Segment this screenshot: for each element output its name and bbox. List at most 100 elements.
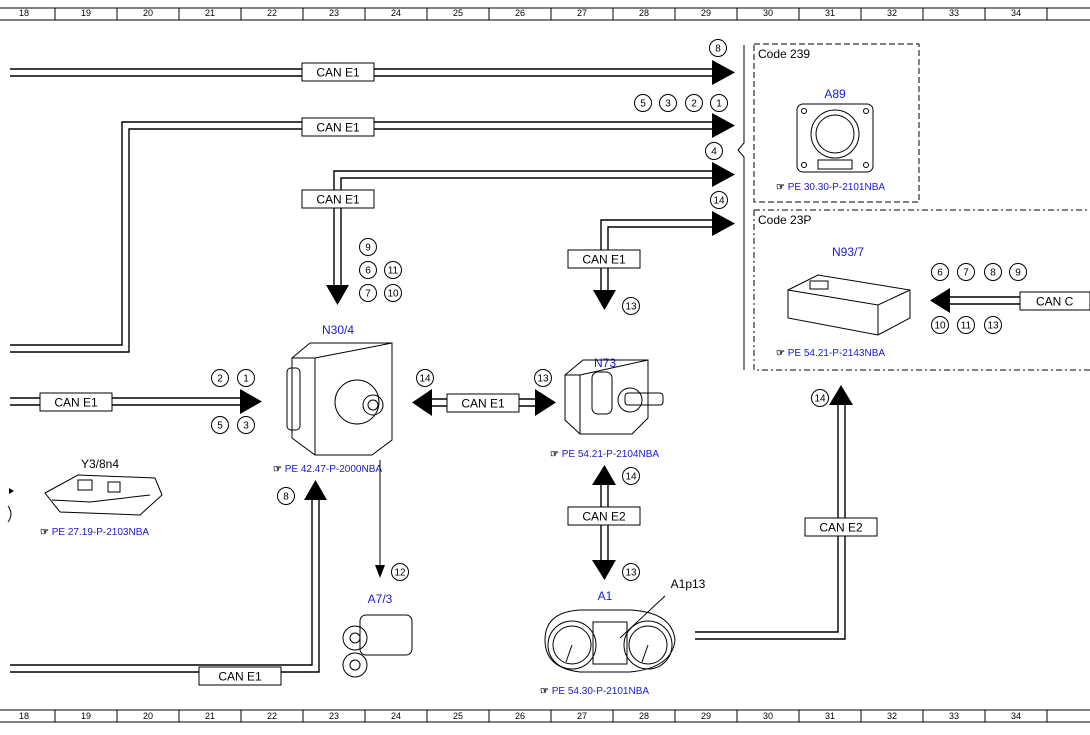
ruler-bottom-label: 30 [763, 711, 773, 721]
n93-7-icon [787, 274, 911, 336]
marker-circle [622, 467, 640, 485]
arrow-right-3 [712, 162, 735, 187]
can-e1-box-3 [301, 189, 375, 209]
ruler-bottom [0, 709, 1090, 723]
marker-circle [931, 263, 949, 281]
marker-number: 6 [937, 268, 943, 279]
marker-circle [984, 263, 1002, 281]
can-e1-label-5: CAN E1 [54, 396, 98, 410]
marker-circle [710, 94, 728, 112]
bus-line-3 [333, 170, 712, 285]
ruler-bottom-label: 34 [1011, 711, 1021, 721]
ruler-bottom-label: 27 [577, 711, 587, 721]
a89-icon [796, 103, 874, 173]
marker-circle [634, 94, 652, 112]
edge-marker [9, 488, 14, 494]
ruler-top-label: 20 [143, 8, 153, 18]
y3-8n4-ref[interactable]: ☞ PE 27.19-P-2103NBA [40, 527, 149, 538]
marker-number: 14 [713, 196, 725, 207]
marker-circle [984, 316, 1002, 334]
ruler-bottom-label: 25 [453, 711, 463, 721]
ruler-bottom-label: 21 [205, 711, 215, 721]
arrow-right-n73 [535, 389, 556, 416]
marker-number: 10 [934, 321, 946, 332]
ruler-top-label: 23 [329, 8, 339, 18]
marker-circle [237, 369, 255, 387]
ruler-bottom-label: 19 [81, 711, 91, 721]
can-e1-box-7 [198, 666, 282, 686]
marker-circle [811, 389, 829, 407]
can-e1-box-1 [301, 62, 375, 82]
a7-3-icon [342, 614, 413, 678]
marker-number: 2 [217, 374, 223, 385]
marker-circle [534, 369, 552, 387]
arrow-down-n30 [326, 285, 349, 305]
can-c-box [1019, 291, 1090, 311]
arrow-right-n30 [240, 389, 262, 414]
marker-circle [931, 316, 949, 334]
marker-circle [710, 191, 728, 209]
marker-number: 1 [243, 374, 249, 385]
marker-number: 9 [1015, 268, 1021, 279]
ruler-top-label: 24 [391, 8, 401, 18]
marker-number: 2 [691, 99, 697, 110]
n73-ref[interactable]: ☞ PE 54.21-P-2104NBA [550, 449, 659, 460]
ruler-bottom-label: 20 [143, 711, 153, 721]
marker-number: 12 [394, 568, 406, 579]
code-239-label: Code 239 [758, 47, 810, 61]
ruler-top-label: 22 [267, 8, 277, 18]
arrow-down-a7 [375, 565, 385, 578]
a1-ref[interactable]: ☞ PE 54.30-P-2101NBA [540, 686, 649, 697]
can-c-label: CAN C [1036, 295, 1074, 309]
marker-number: 11 [961, 321, 972, 332]
marker-circle [211, 369, 229, 387]
marker-number: 11 [388, 266, 399, 277]
marker-number: 10 [387, 289, 399, 300]
marker-number: 7 [963, 268, 969, 279]
marker-number: 4 [711, 147, 717, 158]
can-e1-label-7: CAN E1 [218, 670, 262, 684]
bus-a1-n93 [695, 405, 846, 640]
bus-bottom-n30 [10, 500, 320, 673]
ruler-top-label: 29 [701, 8, 711, 18]
marker-circle [359, 238, 377, 256]
arrow-up-n30 [304, 480, 327, 500]
arrow-right-top [712, 60, 735, 85]
n30-4-label: N30/4 [322, 323, 354, 337]
marker-number: 7 [365, 289, 371, 300]
ruler-top-label: 34 [1011, 8, 1021, 18]
can-e2-box-1 [567, 506, 641, 526]
marker-circle [705, 142, 723, 160]
ruler-top-label: 26 [515, 8, 525, 18]
can-e1-label-1: CAN E1 [316, 66, 360, 80]
n30-4-ref[interactable]: ☞ PE 42.47-P-2000NBA [273, 464, 382, 475]
marker-circle [359, 261, 377, 279]
ruler-bottom-label: 32 [887, 711, 897, 721]
arrow-down-a1 [592, 560, 616, 580]
marker-circle [709, 39, 727, 57]
marker-number: 8 [990, 268, 996, 279]
ruler-bottom-label: 28 [639, 711, 649, 721]
can-e1-box-6 [446, 393, 520, 413]
ruler-top-label: 31 [825, 8, 835, 18]
marker-number: 8 [283, 492, 289, 503]
marker-circle [384, 261, 402, 279]
ruler-top-label: 32 [887, 8, 897, 18]
a89-ref[interactable]: ☞ PE 30.30-P-2101NBA [776, 182, 885, 193]
ruler-top-label: 33 [949, 8, 959, 18]
marker-number: 3 [243, 421, 249, 432]
marker-circle [622, 563, 640, 581]
marker-circle [384, 284, 402, 302]
ruler-bottom-label: 22 [267, 711, 277, 721]
arrow-up-n73 [592, 465, 616, 485]
can-e1-label-3: CAN E1 [316, 193, 360, 207]
marker-circle [659, 94, 677, 112]
can-e1-label-2: CAN E1 [316, 121, 360, 135]
marker-number: 14 [419, 374, 431, 385]
group-bracket [737, 45, 745, 370]
marker-circle [685, 94, 703, 112]
ruler-top-label: 21 [205, 8, 215, 18]
n93-7-ref[interactable]: ☞ PE 54.21-P-2143NBA [776, 348, 885, 359]
marker-circle [391, 563, 409, 581]
